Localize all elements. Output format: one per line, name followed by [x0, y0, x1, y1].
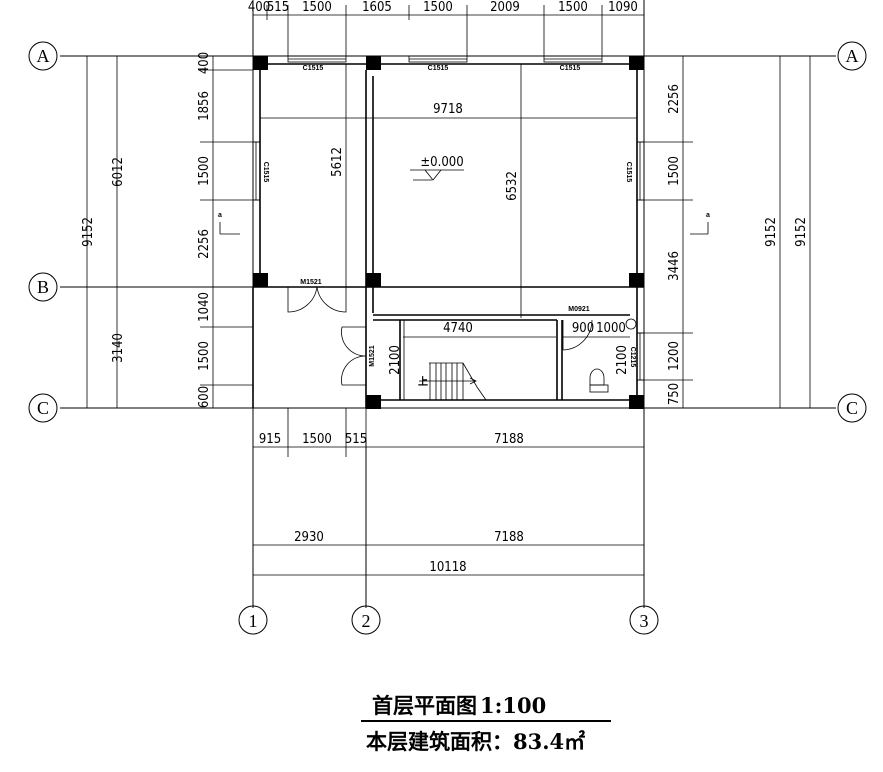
axis-bubble-2: 2 [351, 605, 381, 635]
label-text: 5612 [330, 147, 345, 177]
label-text: 400 [248, 0, 270, 15]
door-main: M1521 [287, 279, 347, 313]
label-text: 1200 [667, 341, 682, 371]
label-text: 1040 [197, 292, 212, 322]
label-text: 1605 [362, 0, 392, 15]
label-text: 2100 [615, 345, 630, 375]
label-text: B [37, 277, 49, 297]
axis-bubble-1: 1 [238, 605, 268, 635]
label-text: 1090 [608, 0, 638, 15]
label-text: A [37, 46, 50, 66]
label-text: A [846, 46, 859, 66]
label-text: 515 [267, 0, 289, 15]
label-text: C1215 [629, 347, 636, 368]
label-text: 400 [197, 52, 212, 74]
floor-area: 本层建筑面积：83.4㎡ [366, 729, 585, 754]
axis-bubble-a-right: A [837, 41, 867, 71]
label-text: C [846, 398, 858, 418]
left-dimensions: 9152 6012 3140 400 1856 1500 2256 1040 1… [81, 52, 260, 408]
label-text: 1500 [423, 0, 453, 15]
axis-bubble-3: 3 [629, 605, 659, 635]
label-text: 1500 [558, 0, 588, 15]
label-text: 9152 [764, 217, 779, 247]
label-text: 2100 [388, 345, 403, 375]
label-text: 6012 [111, 157, 126, 187]
structural-columns [253, 56, 644, 409]
label-text: 1500 [667, 156, 682, 186]
label-text: M1521 [300, 279, 322, 286]
label-text: 9152 [794, 217, 809, 247]
label-text: 首层平面图 [372, 693, 477, 718]
section-mark-right: a [690, 212, 710, 235]
label-text: M0921 [568, 306, 590, 313]
label-text: 515 [345, 432, 367, 447]
door-side: M1521 [341, 326, 376, 386]
axis-lines [60, 0, 836, 608]
axis-bubble-c-right: C [837, 393, 867, 423]
interior-annotations: 9718 5612 6532 ±0.000 4740 2100 900 1000… [260, 64, 637, 400]
label-text: ±0.000 [420, 155, 463, 170]
label-text: 3446 [667, 251, 682, 281]
label-text: C1515 [625, 162, 632, 183]
label-text: 1 [249, 611, 258, 631]
label-text: 7188 [494, 530, 524, 545]
label-text: 600 [197, 386, 212, 408]
label-text: 6532 [505, 171, 520, 201]
label-text: 上 [418, 375, 428, 388]
label-text: 2256 [197, 229, 212, 259]
label-text: C1515 [428, 65, 449, 72]
label-text: 750 [667, 383, 682, 405]
label-text: C1515 [560, 65, 581, 72]
label-text: 2930 [294, 530, 324, 545]
label-text: 1000 [596, 321, 626, 336]
axis-bubble-c-left: C [28, 393, 58, 423]
label-text: 3140 [111, 333, 126, 363]
level-marker: ±0.000 [410, 155, 464, 181]
label-text: 1500 [197, 156, 212, 186]
axis-bubble-a-left: A [28, 41, 58, 71]
label-text: C1515 [303, 65, 324, 72]
right-dimensions: 2256 1500 3446 1200 750 9152 9152 [637, 56, 811, 408]
label-text: 1:100 [480, 693, 546, 718]
drawing-title: 首层平面图 1:100 本层建筑面积：83.4㎡ [361, 693, 611, 754]
bottom-dimensions: 915 1500 515 7188 2930 7188 10118 [253, 408, 644, 576]
label-text: 10118 [429, 560, 466, 575]
label-text: 9152 [81, 217, 96, 247]
label-text: 7188 [494, 432, 524, 447]
label-text: 900 [572, 321, 594, 336]
label-text: 2256 [667, 84, 682, 114]
label-text: 1500 [302, 0, 332, 15]
toilet-fixture [589, 368, 609, 393]
label-text: 2009 [490, 0, 520, 15]
label-text: 3 [640, 611, 649, 631]
axis-bubble-b-left: B [28, 272, 58, 302]
sink-fixture [625, 318, 637, 330]
label-text: a [218, 212, 222, 219]
label-text: 9718 [433, 102, 463, 117]
label-text: 915 [259, 432, 281, 447]
door-bath: M0921 [562, 306, 593, 351]
stair: 上 [418, 362, 487, 401]
label-text: 1500 [302, 432, 332, 447]
label-text: 2 [362, 611, 371, 631]
label-text: 4740 [443, 321, 473, 336]
label-text: a [706, 212, 710, 219]
label-text: M1521 [369, 345, 376, 367]
label-text: 1500 [197, 341, 212, 371]
section-mark-left: a [218, 212, 240, 235]
label-text: 1856 [197, 91, 212, 121]
windows: C1515 C1515 C1515 C1515 C1515 C1215 [252, 55, 645, 381]
label-text: C1515 [262, 162, 269, 183]
label-text: C [37, 398, 49, 418]
top-dimension-chain: 400 515 1500 1605 1500 2009 1500 1090 [248, 0, 645, 56]
